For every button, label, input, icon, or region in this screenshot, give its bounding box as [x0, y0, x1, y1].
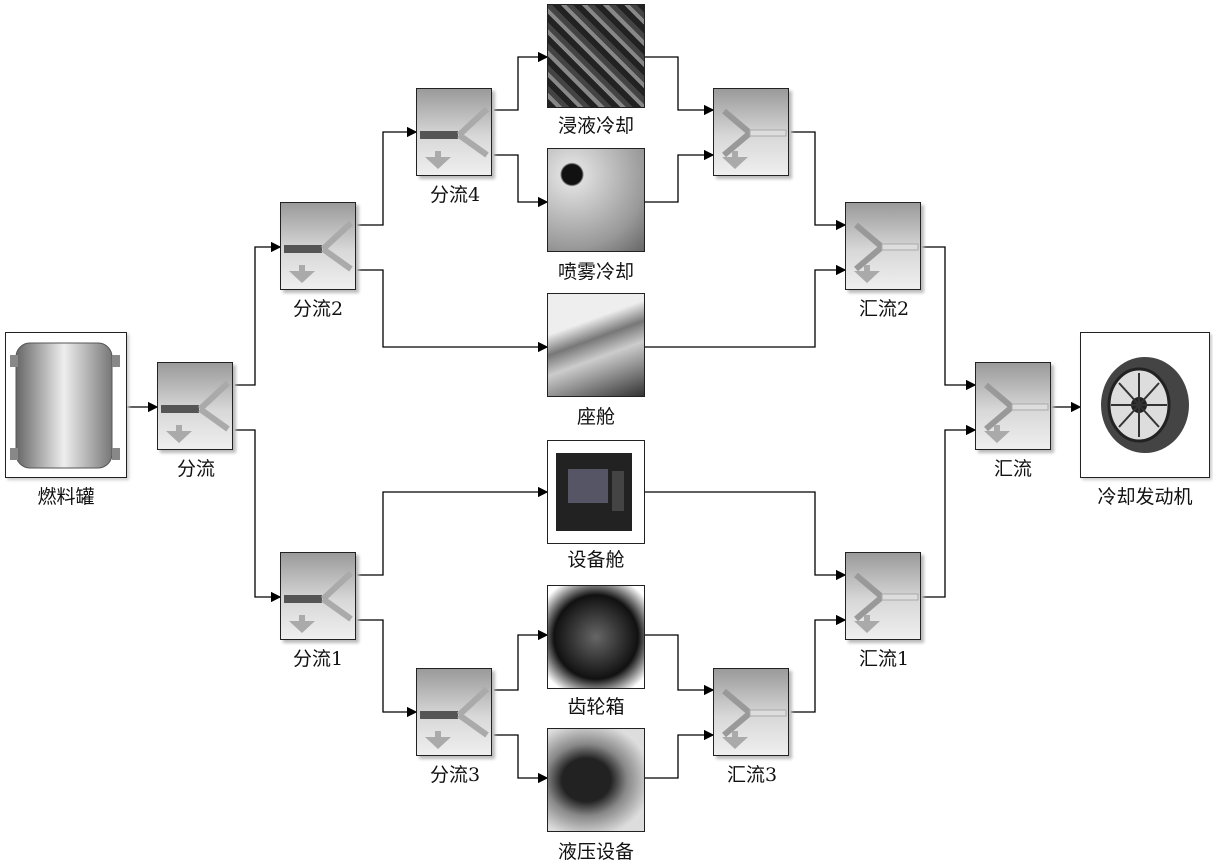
merger-icon: [854, 222, 919, 283]
fuel-tank-block[interactable]: [5, 332, 127, 478]
engine-label: 冷却发动机: [1097, 486, 1193, 508]
splitter-icon: [284, 570, 354, 633]
merge-top-block[interactable]: [713, 88, 789, 176]
gearbox-block[interactable]: [547, 585, 645, 689]
splitter-icon: [420, 106, 490, 169]
spray-cooling-label: 喷雾冷却: [557, 261, 634, 283]
split2-label: 分流2: [292, 298, 344, 320]
merge1-label: 汇流1: [858, 648, 910, 670]
split-label: 分流: [176, 458, 215, 480]
merge3-block[interactable]: [713, 668, 789, 756]
engine-icon: [1101, 357, 1189, 453]
equipment-bay-label: 设备舱: [567, 549, 625, 571]
split4-label: 分流4: [429, 184, 481, 206]
merger-icon: [722, 108, 787, 169]
merger-icon: [722, 688, 787, 749]
split-block[interactable]: [157, 362, 233, 450]
split4-block[interactable]: [416, 88, 492, 176]
cockpit-label: 座舱: [576, 406, 615, 428]
cockpit-block[interactable]: [547, 293, 645, 397]
spray-cooling-block[interactable]: [547, 148, 645, 252]
splitter-icon: [161, 380, 231, 443]
merge-block[interactable]: [975, 362, 1051, 450]
hydraulic-equipment-label: 液压设备: [557, 841, 634, 863]
split3-label: 分流3: [429, 764, 481, 786]
immersion-cooling-label: 浸液冷却: [557, 115, 634, 137]
merger-icon: [854, 572, 919, 633]
split1-block[interactable]: [280, 552, 356, 640]
merger-icon: [984, 382, 1049, 443]
fuel-tank-label: 燃料罐: [37, 486, 95, 508]
merge-label: 汇流: [993, 458, 1032, 480]
merge3-label: 汇流3: [726, 764, 778, 786]
split1-label: 分流1: [292, 648, 344, 670]
engine-block[interactable]: [1080, 332, 1210, 478]
merge2-block[interactable]: [845, 202, 921, 290]
gearbox-label: 齿轮箱: [567, 696, 625, 718]
split3-block[interactable]: [416, 668, 492, 756]
split2-block[interactable]: [280, 202, 356, 290]
fuel-tank-icon: [10, 342, 120, 469]
splitter-icon: [284, 220, 354, 283]
equipment-icon: [556, 453, 632, 531]
splitter-icon: [420, 686, 490, 749]
hydraulic-equipment-block[interactable]: [547, 728, 645, 832]
immersion-cooling-block[interactable]: [547, 4, 645, 108]
merge2-label: 汇流2: [858, 298, 910, 320]
merge1-block[interactable]: [845, 552, 921, 640]
equipment-bay-block[interactable]: [547, 440, 645, 544]
